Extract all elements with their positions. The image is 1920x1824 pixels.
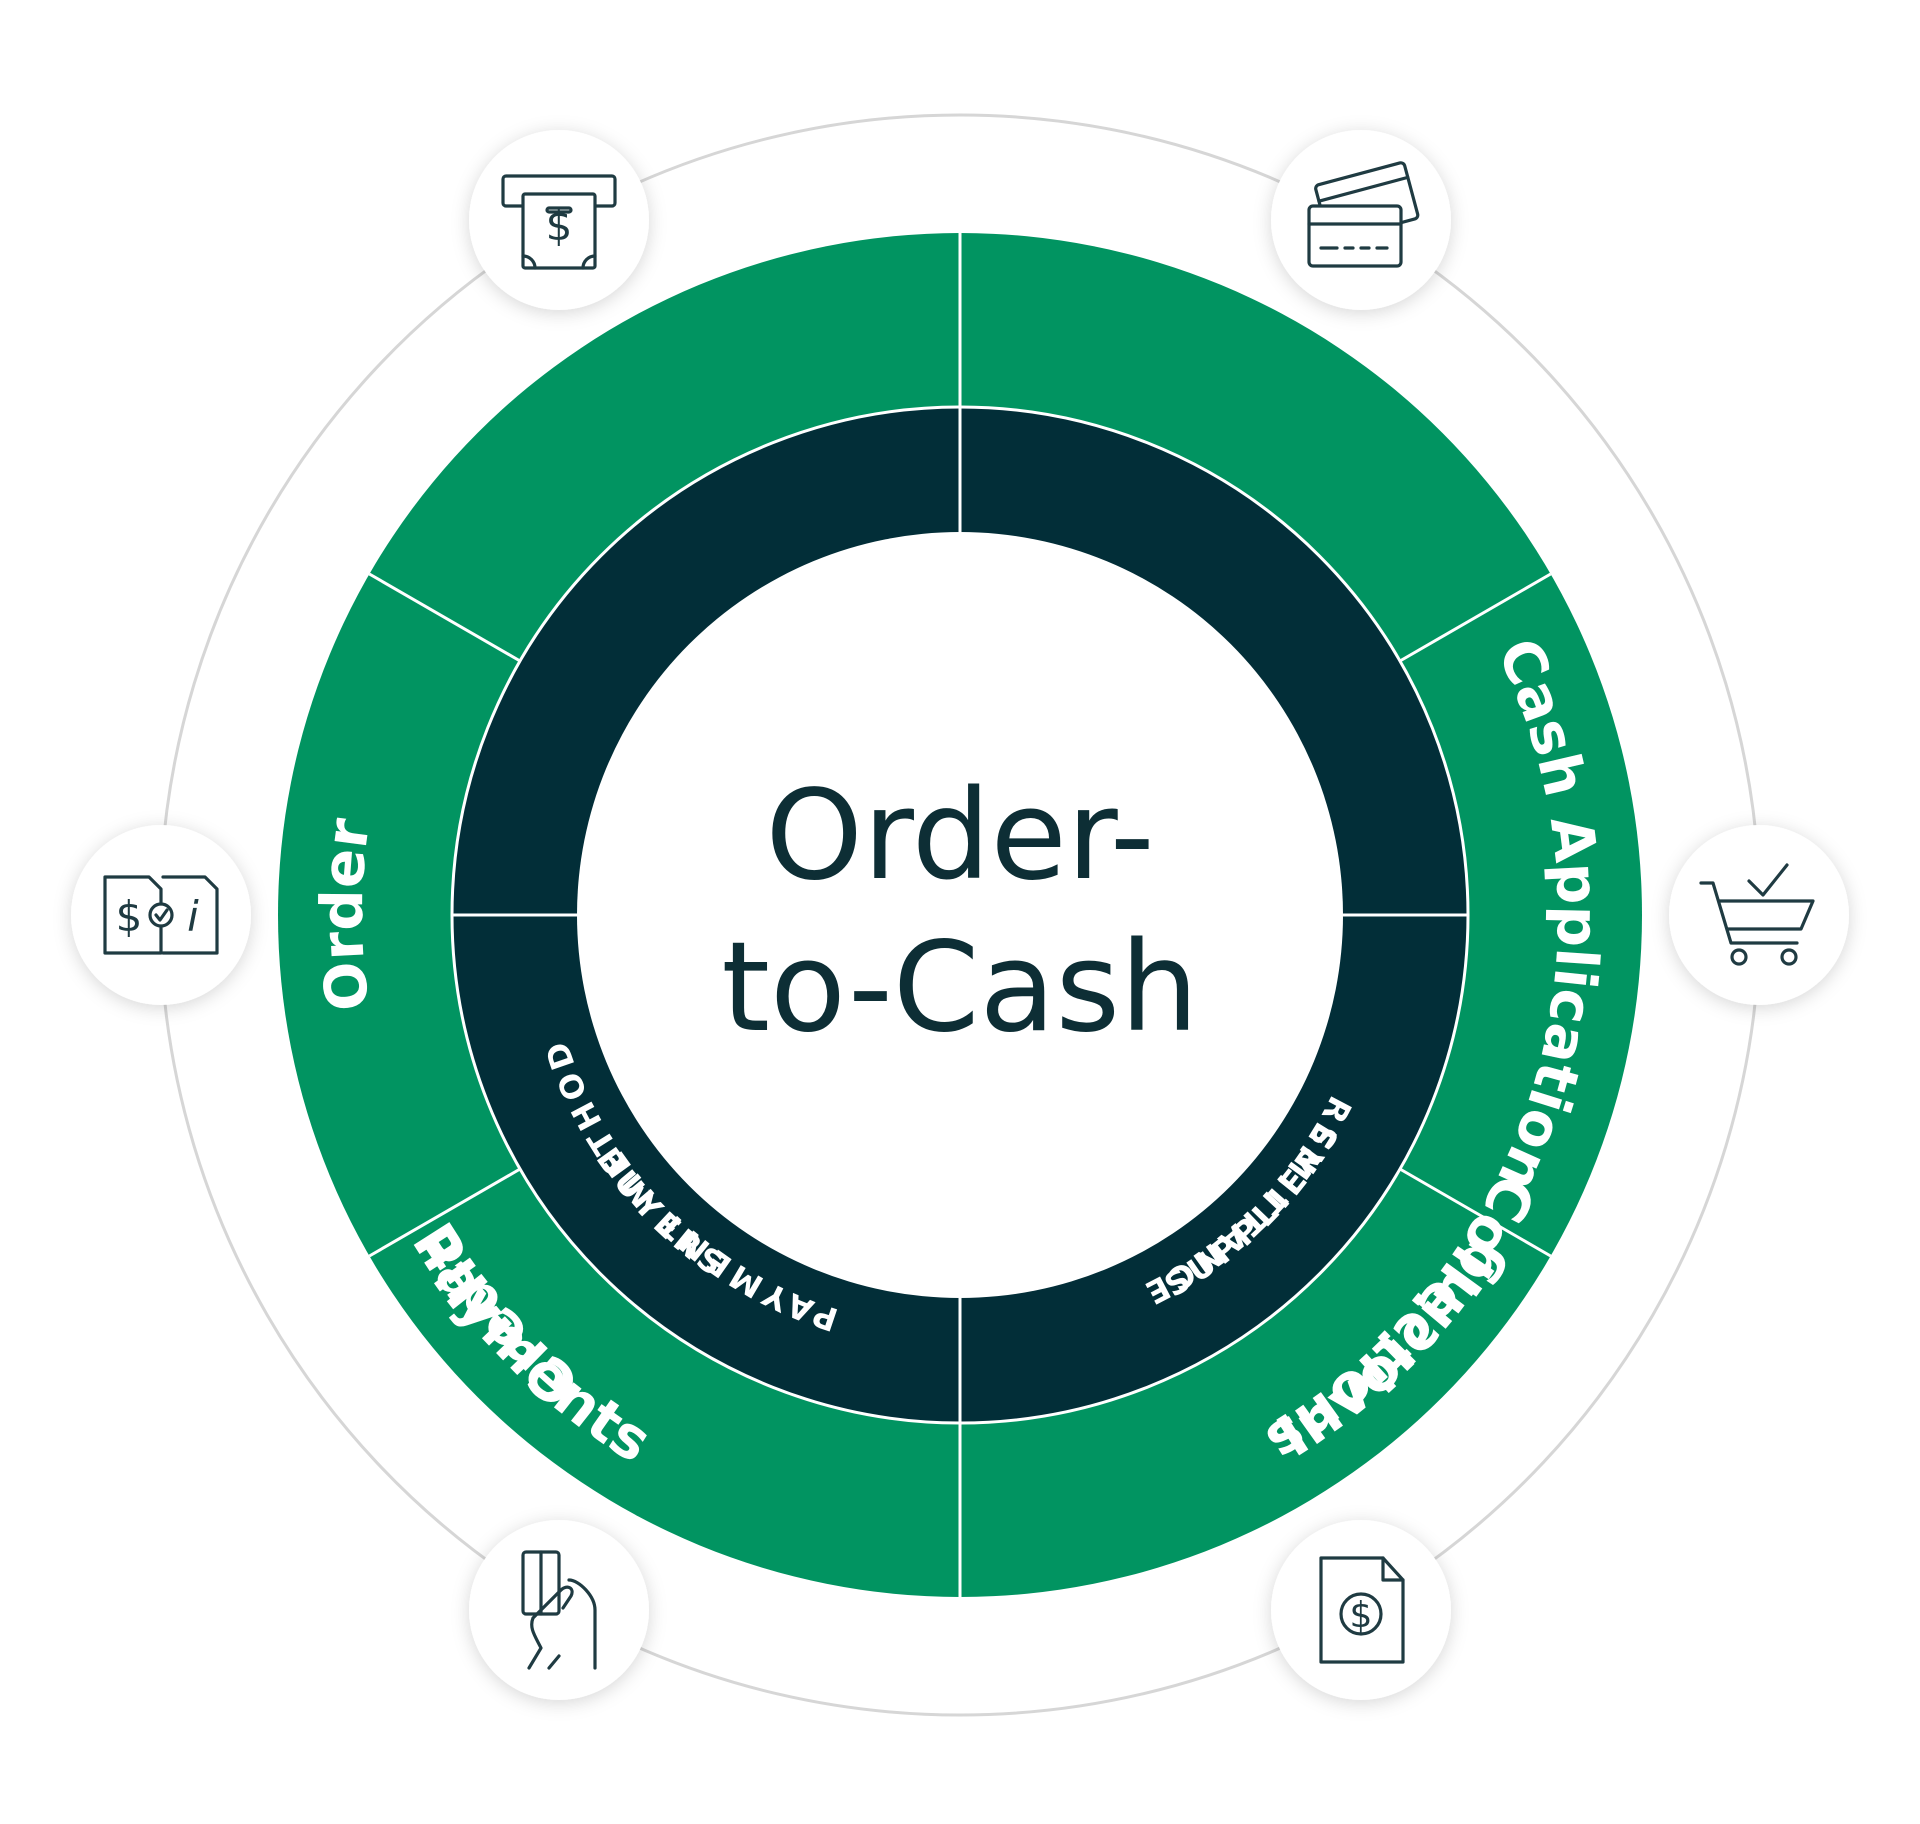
stage-icons: $ $ i	[71, 130, 1849, 1700]
center-title-line1: Order-	[765, 764, 1154, 908]
outer-dividers	[368, 233, 1552, 1597]
invoice-dollar-icon: $	[1271, 1520, 1451, 1700]
cycle-arc	[608, 113, 1312, 198]
atm-dollar-glyph: $	[546, 201, 573, 250]
cycle-arc	[160, 250, 514, 860]
document-check-info-icon: $ i	[71, 825, 251, 1005]
invoice-dollar-glyph: $	[1350, 1595, 1373, 1636]
inner-dividers	[452, 407, 1468, 1423]
outer-divider	[1399, 1167, 1552, 1258]
doc-dollar-glyph: $	[116, 892, 143, 941]
cycle-arc	[608, 1632, 1312, 1717]
cycle-arc	[1406, 970, 1760, 1580]
cycle-arc	[1406, 250, 1760, 860]
cycle-arc	[160, 970, 514, 1580]
center-disc	[577, 532, 1343, 1298]
shopping-cart-check-icon	[1669, 825, 1849, 1005]
center-title-line2: to-Cash	[721, 916, 1198, 1060]
outer-divider	[368, 572, 521, 663]
atm-cash-icon: $	[469, 130, 649, 310]
outer-divider	[368, 1167, 521, 1258]
outer-divider	[1399, 572, 1552, 663]
doc-info-glyph: i	[187, 892, 199, 941]
hand-card-icon	[469, 1520, 649, 1700]
credit-cards-icon	[1271, 130, 1451, 310]
